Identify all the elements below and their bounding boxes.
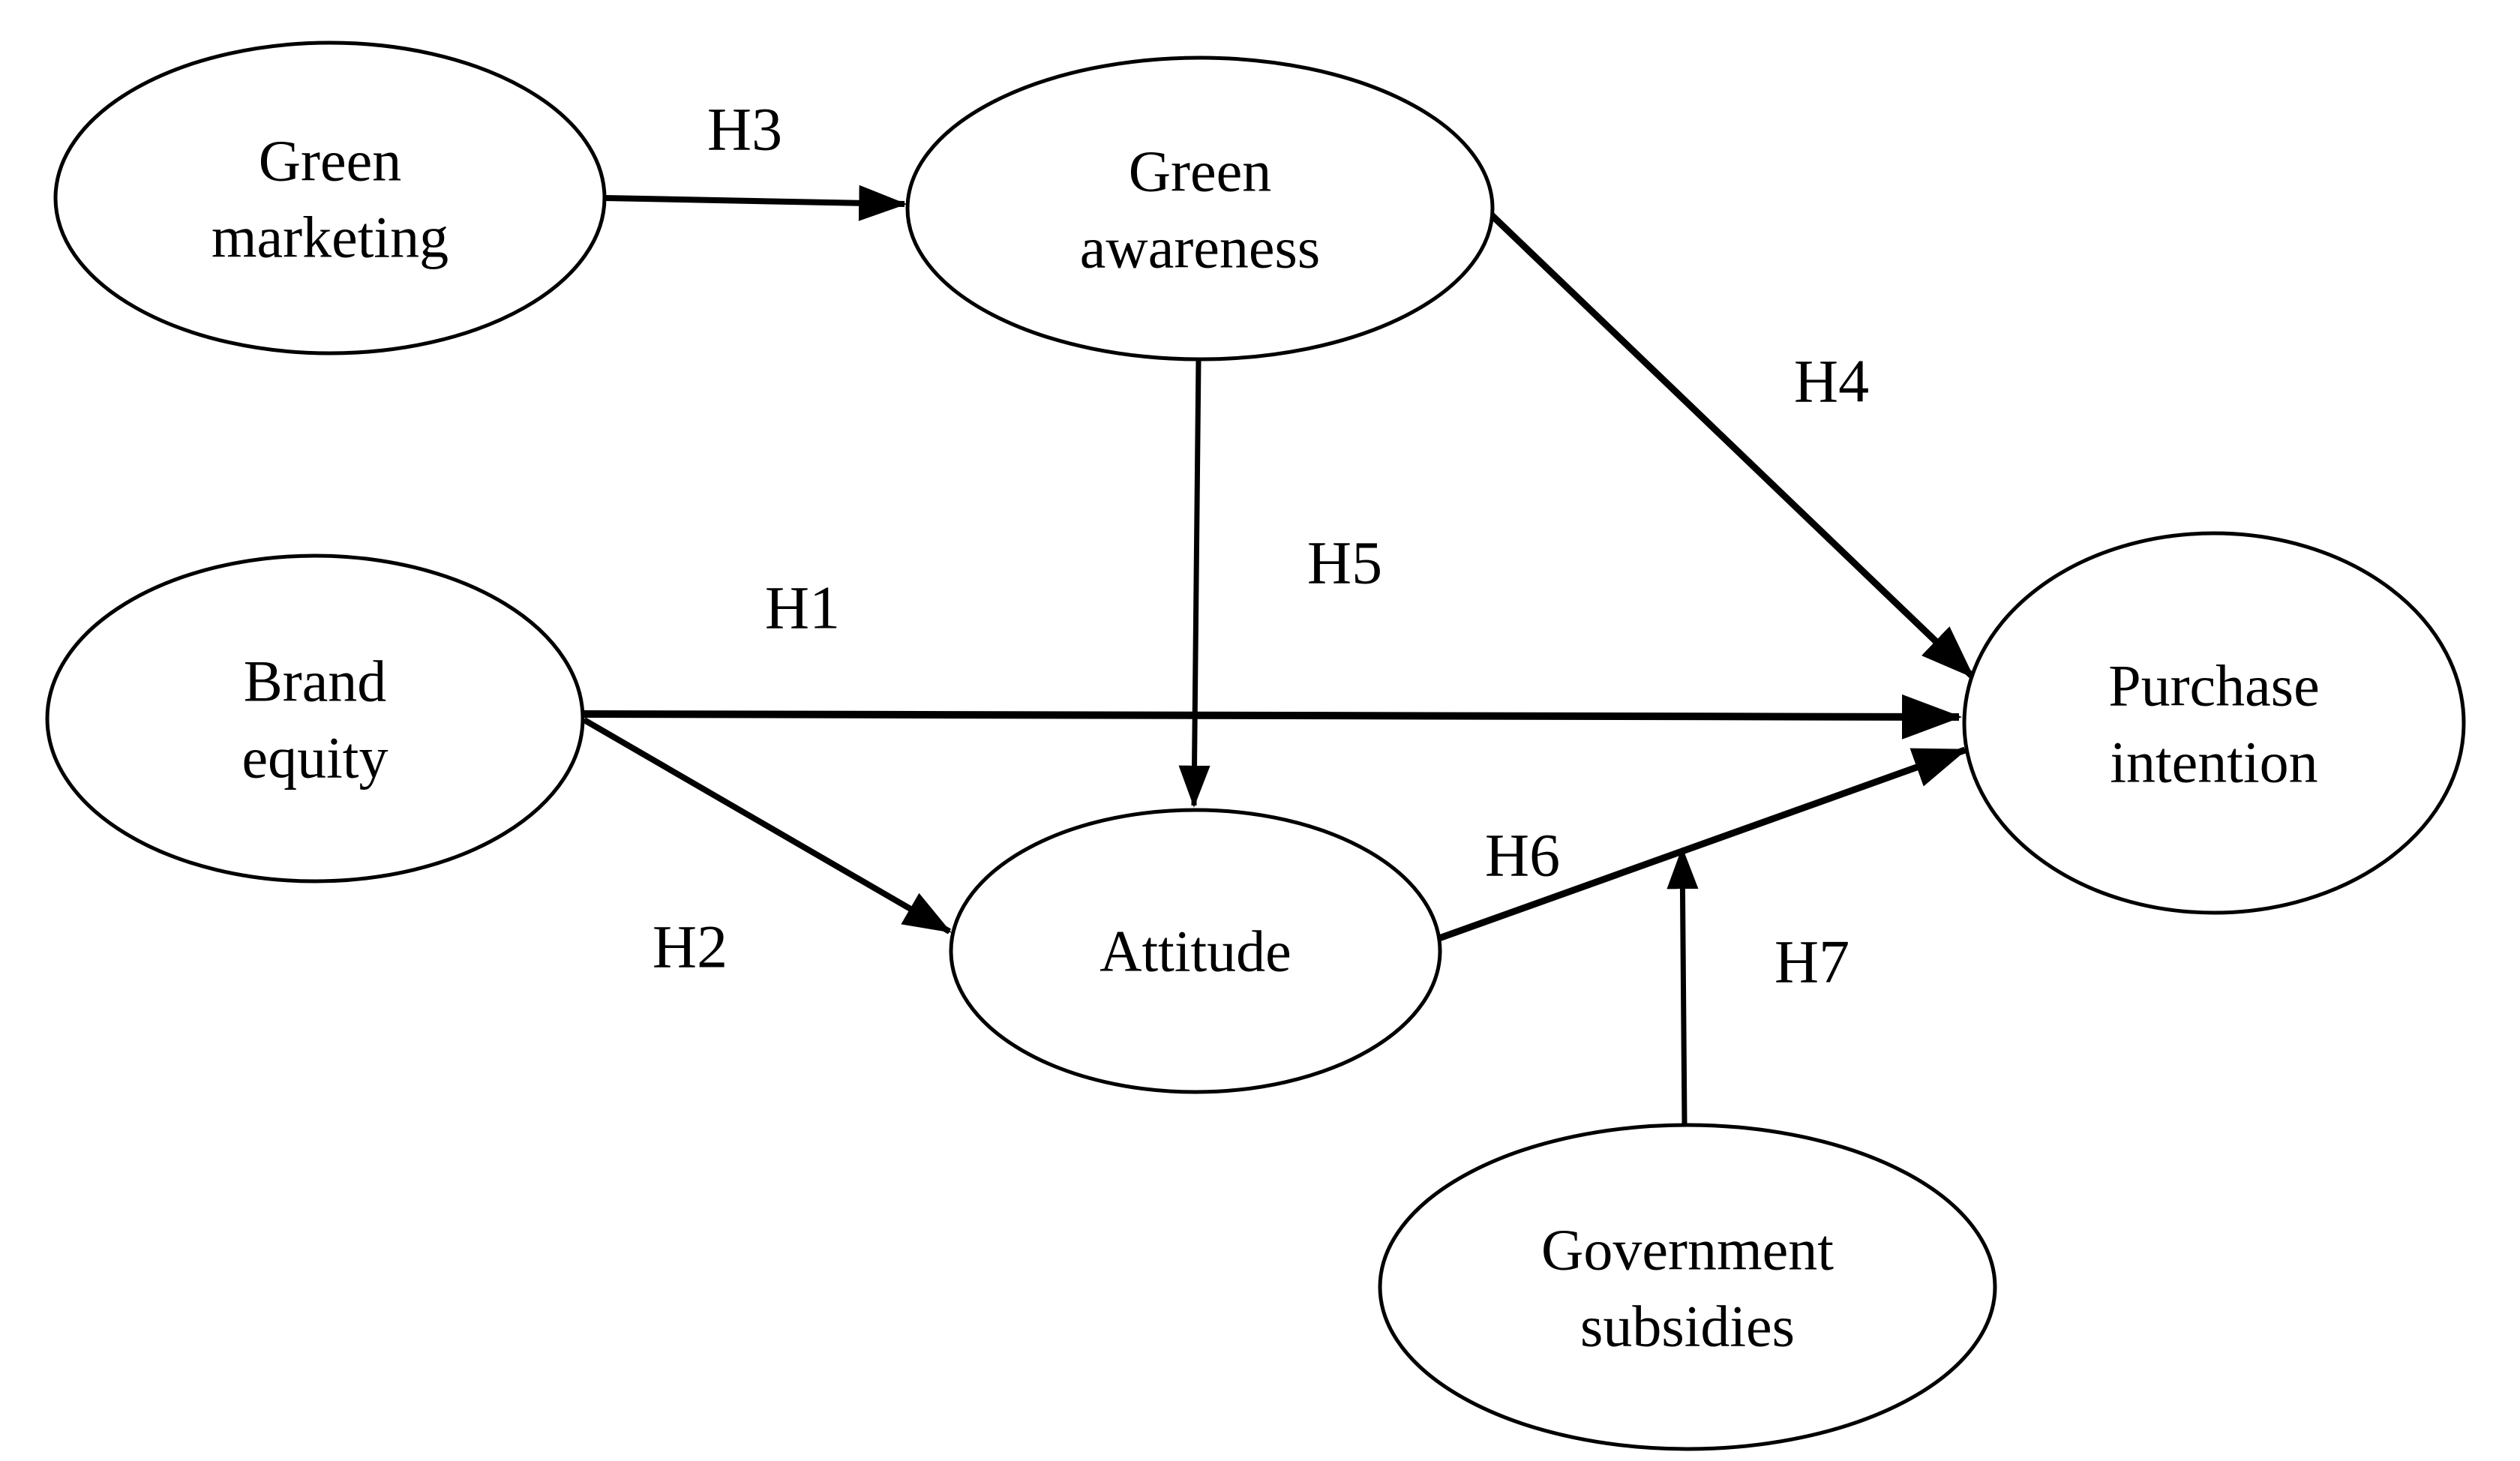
edge-h7-arrow — [1666, 847, 1699, 1124]
edges-layer — [582, 184, 1976, 1124]
edge-h3-arrow — [604, 184, 908, 221]
node-attitude: Attitude — [949, 808, 1442, 1094]
edge-h4-arrow — [1488, 212, 1976, 680]
green-awareness-ellipse — [905, 56, 1495, 362]
edge-label-h5: H5 — [1307, 529, 1382, 597]
purchase-intention-ellipse — [1962, 531, 2466, 915]
attitude-label: Attitude — [1100, 919, 1292, 984]
edge-label-h4: H4 — [1794, 347, 1869, 416]
edge-h5-arrow — [1178, 359, 1210, 808]
brand-equity-ellipse — [45, 554, 585, 884]
edge-label-h3: H3 — [707, 95, 782, 164]
edge-h2-arrow — [582, 717, 952, 934]
government-subsidies-ellipse — [1378, 1123, 1997, 1451]
edge-label-h1: H1 — [765, 574, 840, 642]
edge-label-h2: H2 — [652, 913, 728, 981]
edge-label-h7: H7 — [1774, 928, 1850, 996]
edge-h1-arrow — [582, 694, 1962, 740]
edge-h6-arrow — [1436, 746, 1968, 943]
attitude-ellipse — [949, 808, 1442, 1094]
green-marketing-ellipse — [53, 40, 607, 356]
edge-label-h6: H6 — [1485, 821, 1560, 890]
